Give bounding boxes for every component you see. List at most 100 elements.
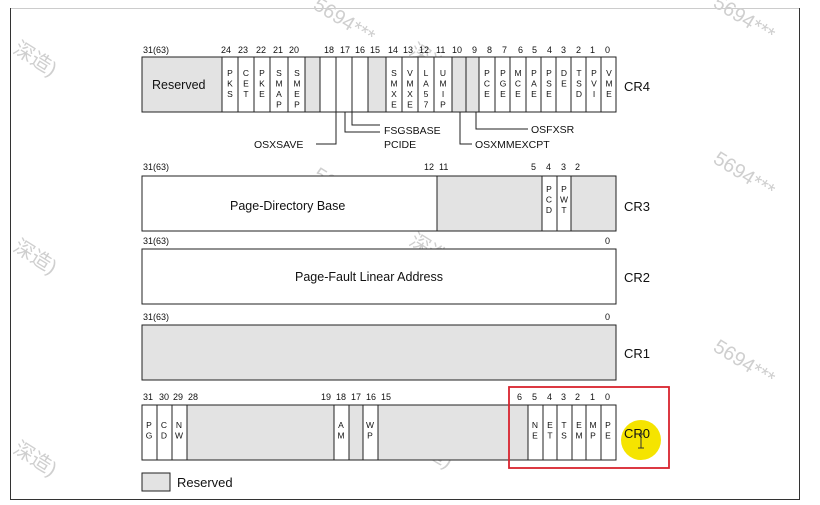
- cr4-dividers: [221, 57, 602, 112]
- cr2-width-label: 31(63): [143, 236, 169, 246]
- cr3-reserved-low: [570, 175, 617, 232]
- cr4-bitnum-8: 8: [487, 45, 492, 55]
- cr4-bitnum-23: 23: [238, 45, 248, 55]
- cr1-name: CR1: [624, 346, 650, 361]
- callout-osxmmexcpt: OSXMMEXCPT: [475, 139, 550, 151]
- cr0-name: CR0: [624, 426, 650, 441]
- cr2-register: 31(63) 0 Page-Fault Linear Address CR2: [141, 236, 650, 305]
- cr4-width-label: 31(63): [143, 45, 169, 55]
- cr0-bitnum-30: 30: [159, 392, 169, 402]
- cr0-bitnum-15: 15: [381, 392, 391, 402]
- cr1-register: 31(63) 0 CR1: [141, 312, 650, 381]
- cr4-bitnum-24: 24: [221, 45, 231, 55]
- cr0-highlight-box: [508, 386, 670, 469]
- cr0-reserved-17: [348, 404, 364, 461]
- cr4-reserved-region: [141, 56, 223, 113]
- cr3-bitnum-11: 11: [439, 162, 448, 172]
- cr1-bitnum-0: 0: [605, 312, 610, 322]
- cr3-bitnum-2: 2: [575, 162, 580, 172]
- watermark-glyph: 深造): [9, 37, 61, 81]
- cr4-bitnum-18: 18: [324, 45, 334, 55]
- cr0-bitnum-4: 4: [547, 392, 552, 402]
- cr4-reserved-bit19: [304, 56, 321, 113]
- cr4-bitnum-12: 12: [419, 45, 429, 55]
- cr0-bitnum-19: 19: [321, 392, 331, 402]
- watermark-text: 5694***: [709, 148, 778, 203]
- cr3-bitnum-3: 3: [561, 162, 566, 172]
- cr4-bitnum-17: 17: [340, 45, 350, 55]
- cr3-base-label: Page-Directory Base: [230, 199, 345, 213]
- cr2-name: CR2: [624, 270, 650, 285]
- cr1-width-label: 31(63): [143, 312, 169, 322]
- cr3-register: 31(63) 12 11 5 4 3 2 Page-Directory Base…: [141, 162, 650, 232]
- legend-reserved-label: Reserved: [177, 475, 233, 490]
- cr3-bitnum-12: 12: [424, 162, 434, 172]
- cr2-bitnum-0: 0: [605, 236, 610, 246]
- cr0-bitnum-3: 3: [561, 392, 566, 402]
- cr4-bitnum-22: 22: [256, 45, 266, 55]
- cr2-box: [141, 248, 617, 305]
- cr4-bitnum-21: 21: [273, 45, 283, 55]
- watermark-glyph: 深造): [9, 437, 61, 481]
- cr0-bitnum-16: 16: [366, 392, 376, 402]
- cr4-callout-lines: [316, 112, 528, 145]
- watermark-text: 5694***: [709, 0, 778, 46]
- cr0-bitnum-18: 18: [336, 392, 346, 402]
- cr0-bitnum-17: 17: [351, 392, 361, 402]
- cr3-bitnum-4: 4: [546, 162, 551, 172]
- cr0-bitnum-1: 1: [590, 392, 595, 402]
- cr4-bitnum-0: 0: [605, 45, 610, 55]
- watermark-text: 5694***: [309, 0, 378, 48]
- cr3-width-label: 31(63): [143, 162, 169, 172]
- callout-osfxsr: OSFXSR: [531, 124, 575, 136]
- callout-pcide: PCIDE: [384, 139, 416, 151]
- cr4-bitnum-5: 5: [532, 45, 537, 55]
- callout-osxsave: OSXSAVE: [254, 139, 303, 151]
- cr4-bitnum-6: 6: [518, 45, 523, 55]
- cr0-bitnum-0: 0: [605, 392, 610, 402]
- text-cursor-icon: [638, 433, 644, 449]
- watermark-glyph: 深造): [9, 235, 61, 279]
- cr0-dividers: [156, 405, 602, 460]
- cr4-bitnum-11: 11: [436, 45, 445, 55]
- watermark-text: 5694***: [709, 336, 778, 391]
- frame-top-line: [10, 8, 800, 9]
- cr4-bitnum-4: 4: [547, 45, 552, 55]
- cr4-bitnum-7: 7: [502, 45, 507, 55]
- cr3-name: CR3: [624, 199, 650, 214]
- cr0-bitnum-2: 2: [575, 392, 580, 402]
- cr0-bitnum-28: 28: [188, 392, 198, 402]
- cr0-bitnum-31: 31: [143, 392, 153, 402]
